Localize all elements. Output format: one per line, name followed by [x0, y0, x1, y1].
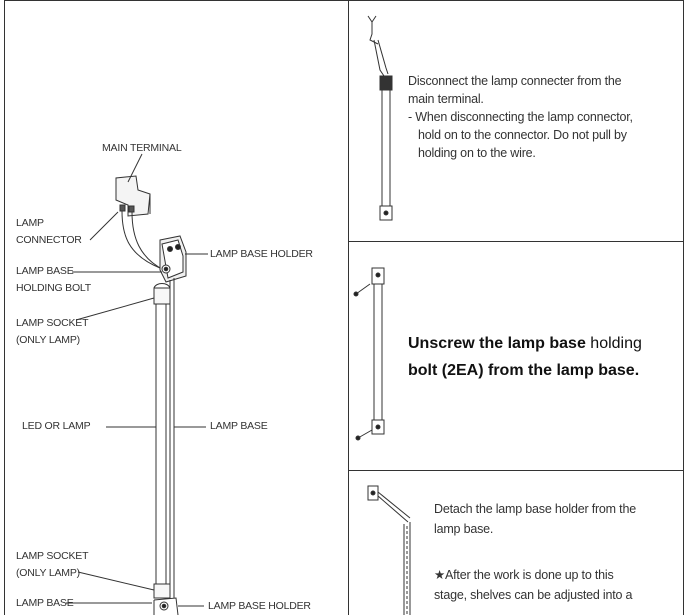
label-lamp-base-holder-bottom: LAMP BASE HOLDER: [208, 600, 311, 612]
step-divider-1: [348, 241, 684, 242]
step2-bold-text: Unscrew the lamp base: [408, 335, 586, 352]
label-lamp-socket-top-2: (ONLY LAMP): [16, 334, 80, 346]
step-divider-2: [348, 470, 684, 471]
step3-text-line4: stage, shelves can be adjusted into a: [434, 588, 633, 602]
step3-text-line2: lamp base.: [434, 522, 494, 536]
step1-text-line2: main terminal.: [408, 92, 484, 106]
step2-text-line2: bolt (2EA) from the lamp base.: [408, 362, 640, 379]
label-lamp-connector-2: CONNECTOR: [16, 234, 82, 246]
step1-text-line5: holding on to the wire.: [418, 146, 536, 160]
label-main-terminal: MAIN TERMINAL: [102, 142, 182, 154]
label-lamp-base-holding-bolt-2: HOLDING BOLT: [16, 282, 92, 294]
label-lamp-base-holding-bolt-1: LAMP BASE: [16, 265, 74, 277]
step2-illustration: [353, 267, 385, 441]
step1-text-line3: - When disconnecting the lamp connector,: [408, 110, 633, 124]
label-lamp-socket-top-1: LAMP SOCKET: [16, 317, 89, 329]
label-lamp-socket-bottom-2: (ONLY LAMP): [16, 567, 80, 579]
step2-normal-text: holding: [585, 335, 642, 352]
label-lamp-base-holder-top: LAMP BASE HOLDER: [210, 248, 313, 260]
step2-text-line1: Unscrew the lamp base holding: [408, 330, 642, 357]
lamp-assembly-diagram: [66, 153, 208, 615]
label-lamp-base-bottom: LAMP BASE: [16, 597, 74, 609]
step3-illustration: [367, 485, 411, 615]
label-lamp-base: LAMP BASE: [210, 420, 268, 432]
step3-text-line1: Detach the lamp base holder from the: [434, 502, 636, 516]
column-divider: [348, 0, 349, 615]
step1-illustration: [367, 15, 393, 221]
step3-text-line3: ★After the work is done up to this: [434, 568, 614, 582]
label-led-or-lamp: LED OR LAMP: [22, 420, 91, 432]
label-lamp-connector-1: LAMP: [16, 217, 44, 229]
step1-text-line4: hold on to the connector. Do not pull by: [418, 128, 627, 142]
label-lamp-socket-bottom-1: LAMP SOCKET: [16, 550, 89, 562]
step1-text-line1: Disconnect the lamp connecter from the: [408, 74, 622, 88]
page-frame: [4, 0, 684, 615]
